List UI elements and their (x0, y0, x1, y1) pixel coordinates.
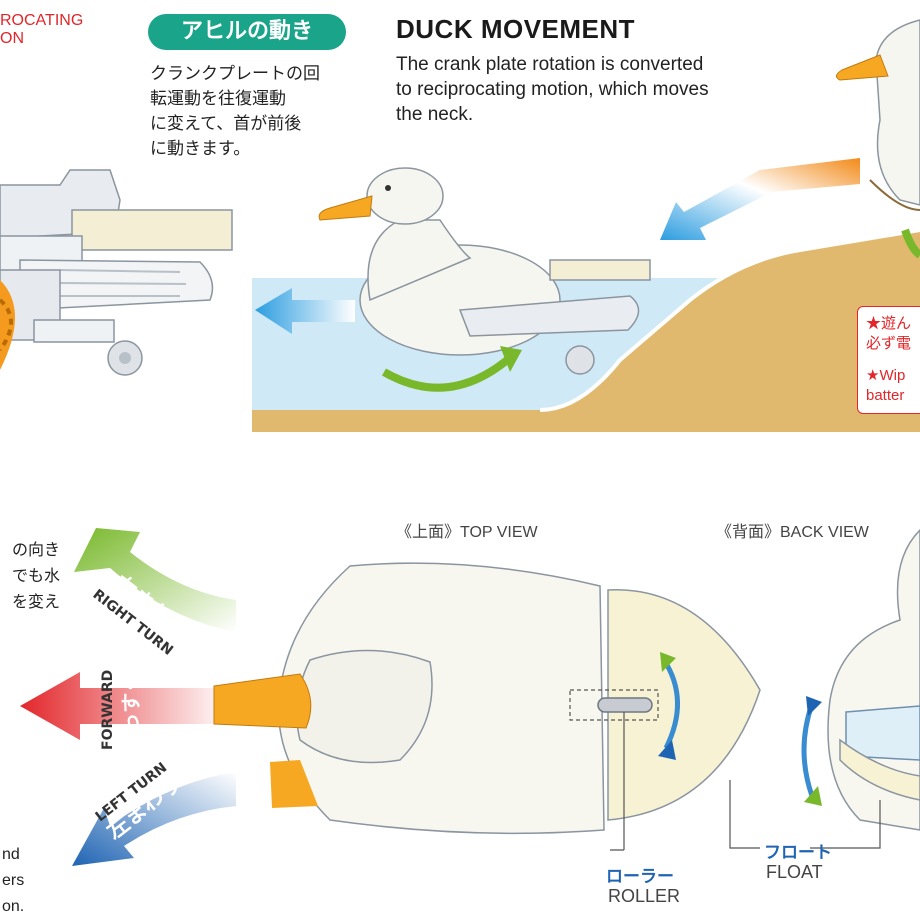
forward-jp-label: まっすぐ (119, 673, 143, 752)
float-jp-label: フロート (764, 843, 832, 863)
note-line: ers (2, 872, 25, 889)
back-view-label: 《背面》BACK VIEW (716, 524, 869, 541)
top-left-label-line1: ROCATING (0, 12, 84, 29)
en-description: The crank plate rotation is converted to… (396, 52, 796, 127)
left-note-bottom: nd ers on. (2, 842, 24, 920)
jp-desc-line: クランクプレートの回 (150, 64, 320, 84)
en-desc-line: the neck. (396, 104, 474, 125)
warning-line: ★遊ん (866, 315, 912, 332)
note-line: の向き (12, 542, 61, 559)
diagonal-arrow-icon (660, 158, 860, 240)
back-view-duck (729, 528, 920, 849)
direction-arrows (20, 528, 236, 866)
crank-mechanism (0, 169, 233, 376)
jp-desc-line: に変えて、首が前後 (150, 114, 302, 134)
note-line: on. (2, 898, 25, 915)
roller-en-label: ROLLER (608, 886, 681, 906)
top-left-label: ROCATING ON (0, 12, 83, 48)
top-view-label: 《上面》TOP VIEW (396, 524, 538, 541)
note-line: nd (2, 846, 20, 863)
float-en-label: FLOAT (766, 862, 823, 882)
jp-title-badge: アヒルの動き (148, 14, 346, 50)
warning-line: 必ず電 (866, 335, 912, 352)
left-arrow-icon (255, 288, 355, 334)
direction-labels: 右まわり RIGHT TURN FORWARD まっすぐ LEFT TURN 左… (90, 571, 194, 845)
note-line: でも水 (12, 568, 61, 585)
roller-jp-label: ローラー (606, 867, 674, 887)
warning-line: batter (866, 387, 905, 404)
jp-desc-line: に動きます。 (150, 139, 251, 159)
left-note-top: の向き でも水 を変え (12, 538, 60, 616)
jp-desc-line: 転運動を往復運動 (150, 89, 286, 109)
jp-description: クランクプレートの回 転運動を往復運動 に変えて、首が前後 に動きます。 (150, 62, 380, 162)
swimming-duck (318, 167, 651, 392)
en-desc-line: to reciprocating motion, which moves (396, 79, 709, 100)
en-title: DUCK MOVEMENT (396, 14, 636, 44)
forward-en-label: FORWARD (100, 670, 116, 750)
note-line: を変え (12, 594, 61, 611)
warning-line: ★Wip (866, 367, 906, 384)
warning-box (857, 306, 920, 414)
top-view-duck (213, 562, 761, 851)
top-left-label-line2: ON (0, 30, 24, 47)
en-desc-line: The crank plate rotation is converted (396, 54, 704, 75)
duck-on-ramp (836, 19, 920, 259)
